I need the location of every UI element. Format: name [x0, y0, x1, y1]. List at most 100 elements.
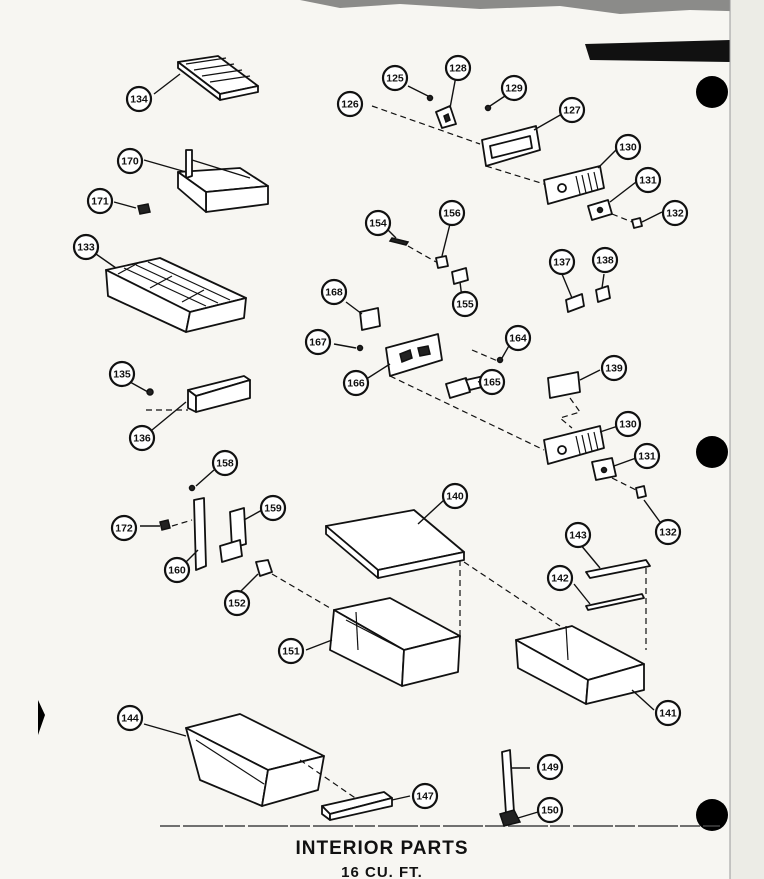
leader-135	[129, 381, 149, 393]
leader-158	[195, 469, 215, 487]
bracket-right	[219, 507, 247, 563]
callout-label-137: 137	[553, 257, 571, 269]
screw-167	[356, 344, 364, 352]
foot	[499, 809, 522, 827]
callout-137: 137	[548, 248, 576, 276]
leader-132-upper	[641, 211, 663, 223]
screw-125	[426, 94, 434, 102]
drawer-rail-upper	[585, 559, 651, 579]
callout-170: 170	[116, 147, 144, 175]
leader-147	[391, 795, 411, 801]
callout-label-125: 125	[386, 73, 404, 85]
knob-lower	[635, 485, 647, 499]
light-cover	[547, 371, 581, 399]
callout-label-159: 159	[264, 503, 282, 515]
callout-130: 130	[614, 133, 642, 161]
callout-154: 154	[364, 209, 392, 237]
leader-131-lower	[613, 457, 637, 467]
callout-label-130: 130	[619, 142, 637, 154]
callout-150: 150	[536, 796, 564, 824]
crisper-drawer	[185, 713, 325, 807]
callout-160: 160	[163, 556, 191, 584]
callout-label-135: 135	[113, 369, 131, 381]
bracket-left	[193, 497, 207, 571]
callout-label-156: 156	[443, 208, 461, 220]
ice-rack	[177, 149, 269, 213]
callout-149: 149	[536, 753, 564, 781]
callout-130: 130	[614, 410, 642, 438]
dial-plate-lower	[591, 457, 617, 481]
leader-137	[561, 273, 573, 299]
callout-133: 133	[72, 233, 100, 261]
callout-143: 143	[564, 521, 592, 549]
leader-134	[153, 73, 181, 95]
page-edge-mark	[38, 700, 45, 735]
callout-138: 138	[591, 246, 619, 274]
control-housing	[481, 125, 541, 167]
callout-label-160: 160	[168, 565, 186, 577]
callout-144: 144	[116, 704, 144, 732]
callout-label-144: 144	[121, 713, 139, 725]
callout-label-170: 170	[121, 156, 139, 168]
callout-label-142: 142	[551, 573, 569, 585]
callout-131: 131	[634, 166, 662, 194]
callout-label-140: 140	[446, 491, 464, 503]
leader-156	[441, 223, 451, 257]
callout-label-131: 131	[639, 175, 657, 187]
callout-129: 129	[500, 74, 528, 102]
callout-168: 168	[320, 278, 348, 306]
callout-127: 127	[558, 96, 586, 124]
callout-label-165: 165	[483, 377, 501, 389]
callout-165: 165	[478, 368, 506, 396]
callout-label-127: 127	[563, 105, 581, 117]
leader-166	[367, 363, 391, 379]
callout-label-167: 167	[309, 337, 327, 349]
light-shield	[385, 333, 443, 377]
callout-147: 147	[411, 782, 439, 810]
callout-152: 152	[223, 589, 251, 617]
leader-142	[573, 583, 591, 605]
control-panel-lower	[543, 425, 605, 465]
callout-label-152: 152	[228, 598, 246, 610]
screw-129	[484, 104, 492, 112]
callout-label-154: 154	[369, 218, 387, 230]
leader-125	[407, 85, 429, 97]
callout-label-150: 150	[541, 805, 559, 817]
lamp-socket	[565, 293, 585, 313]
thermostat-bracket	[435, 105, 457, 129]
control-panel-upper	[543, 165, 605, 205]
callout-label-151: 151	[282, 646, 300, 658]
callout-164: 164	[504, 324, 532, 352]
callout-128: 128	[444, 54, 472, 82]
ice-tray	[177, 55, 259, 101]
trim-bar	[187, 375, 251, 413]
meat-drawer	[329, 597, 461, 687]
callout-label-147: 147	[416, 791, 434, 803]
callout-125: 125	[381, 64, 409, 92]
leader-159	[243, 509, 263, 521]
callout-label-143: 143	[569, 530, 587, 542]
callout-label-132: 132	[666, 208, 684, 220]
callout-172: 172	[110, 514, 138, 542]
dashed-path-126	[371, 105, 481, 145]
lamp-bulb	[595, 285, 611, 303]
small-screw	[188, 484, 196, 492]
leader-127	[533, 113, 563, 131]
leader-131-upper	[609, 181, 637, 203]
callout-135: 135	[108, 360, 136, 388]
diagram-title: INTERIOR PARTS	[295, 838, 469, 859]
drawer-rail-lower	[585, 593, 645, 611]
roller	[255, 559, 273, 577]
callout-label-141: 141	[659, 708, 677, 720]
callout-label-128: 128	[449, 63, 467, 75]
callout-166: 166	[342, 369, 370, 397]
screw-164	[496, 356, 504, 364]
pin	[388, 237, 410, 246]
callout-140: 140	[441, 482, 469, 510]
dashed-path-166	[389, 375, 545, 451]
spring	[159, 519, 171, 531]
callout-158: 158	[211, 449, 239, 477]
leader-139	[579, 369, 601, 381]
leader-167	[333, 343, 357, 349]
